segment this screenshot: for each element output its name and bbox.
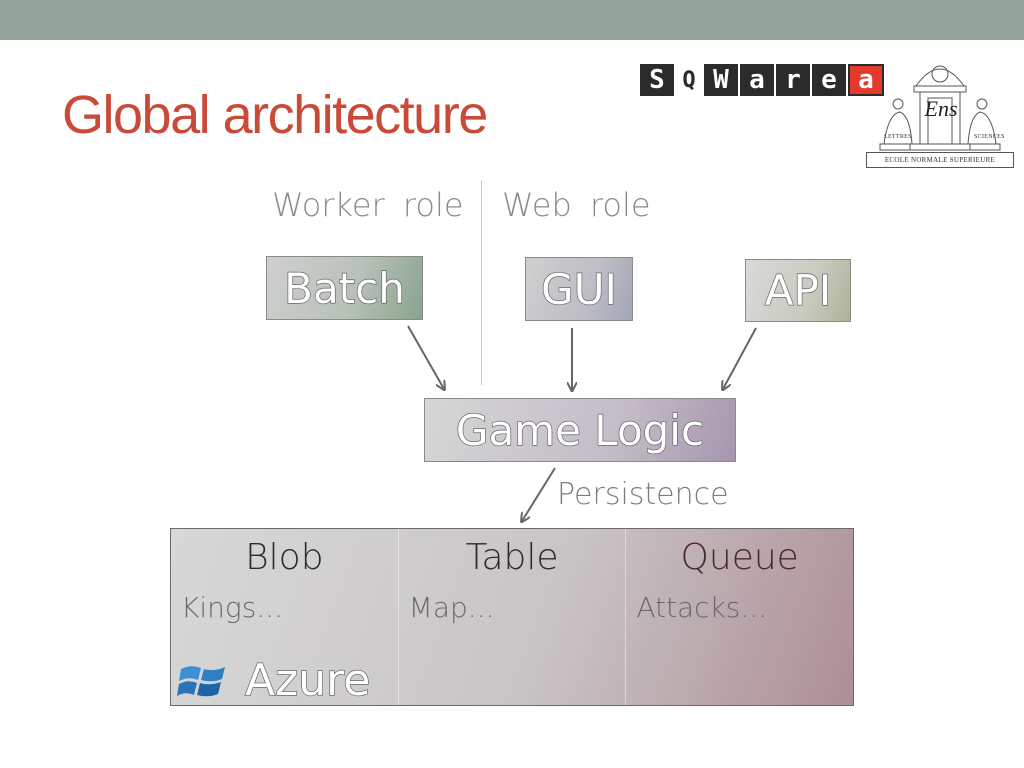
batch-label: Batch — [283, 263, 405, 313]
azure-storage-panel: Blob Kings... Azure Table Map... Queue A… — [170, 528, 854, 707]
api-label: API — [764, 265, 832, 315]
worker-role-label: Worker role — [272, 186, 464, 224]
logo-letter: e — [812, 64, 846, 96]
table-subtitle: Map... — [408, 591, 495, 624]
logo-letter: S — [640, 64, 674, 96]
ens-caption: ECOLE NORMALE SUPERIEURE — [866, 152, 1014, 168]
ens-left-label: LETTRES — [884, 134, 912, 140]
top-accent-bar — [0, 0, 1024, 40]
windows-flag-icon — [177, 665, 225, 696]
azure-label: Azure — [244, 654, 371, 706]
logo-letter: r — [776, 64, 810, 96]
logo-letter: a — [848, 64, 884, 96]
table-title: Table — [465, 537, 559, 578]
queue-title: Queue — [680, 537, 799, 578]
slide-title: Global architecture — [62, 85, 488, 145]
role-divider — [481, 180, 482, 385]
storage-column-queue: Queue Attacks... — [625, 529, 853, 705]
logo-letter: W — [704, 64, 738, 96]
blob-subtitle: Kings... — [181, 591, 283, 624]
api-box: API — [745, 259, 851, 322]
queue-subtitle: Attacks... — [636, 591, 768, 624]
ens-monogram: Ens — [924, 96, 958, 121]
gui-label: GUI — [540, 264, 617, 314]
ens-emblem: Ens LETTRES SCIENCES ECOLE NORMALE SUPER… — [866, 52, 1014, 168]
game-logic-box: Game Logic — [424, 398, 736, 462]
logo-letter: Q — [676, 64, 702, 96]
arrow-batch-to-logic — [407, 325, 444, 389]
persistence-label: Persistence — [557, 477, 729, 512]
sqwarea-logo: S Q W a r e a — [640, 62, 886, 98]
arrow-api-to-logic — [723, 327, 757, 389]
logo-letter: a — [740, 64, 774, 96]
ens-building-icon — [879, 65, 1001, 151]
ens-right-label: SCIENCES — [974, 134, 1005, 140]
gui-box: GUI — [525, 257, 633, 321]
blob-title: Blob — [245, 537, 324, 578]
web-role-label: Web role — [502, 186, 651, 224]
batch-box: Batch — [266, 256, 423, 320]
game-logic-label: Game Logic — [455, 405, 705, 455]
storage-column-blob: Blob Kings... Azure — [171, 529, 398, 707]
arrow-logic-to-storage — [522, 467, 556, 521]
azure-brand: Azure — [177, 654, 371, 707]
storage-column-table: Table Map... — [397, 529, 626, 705]
